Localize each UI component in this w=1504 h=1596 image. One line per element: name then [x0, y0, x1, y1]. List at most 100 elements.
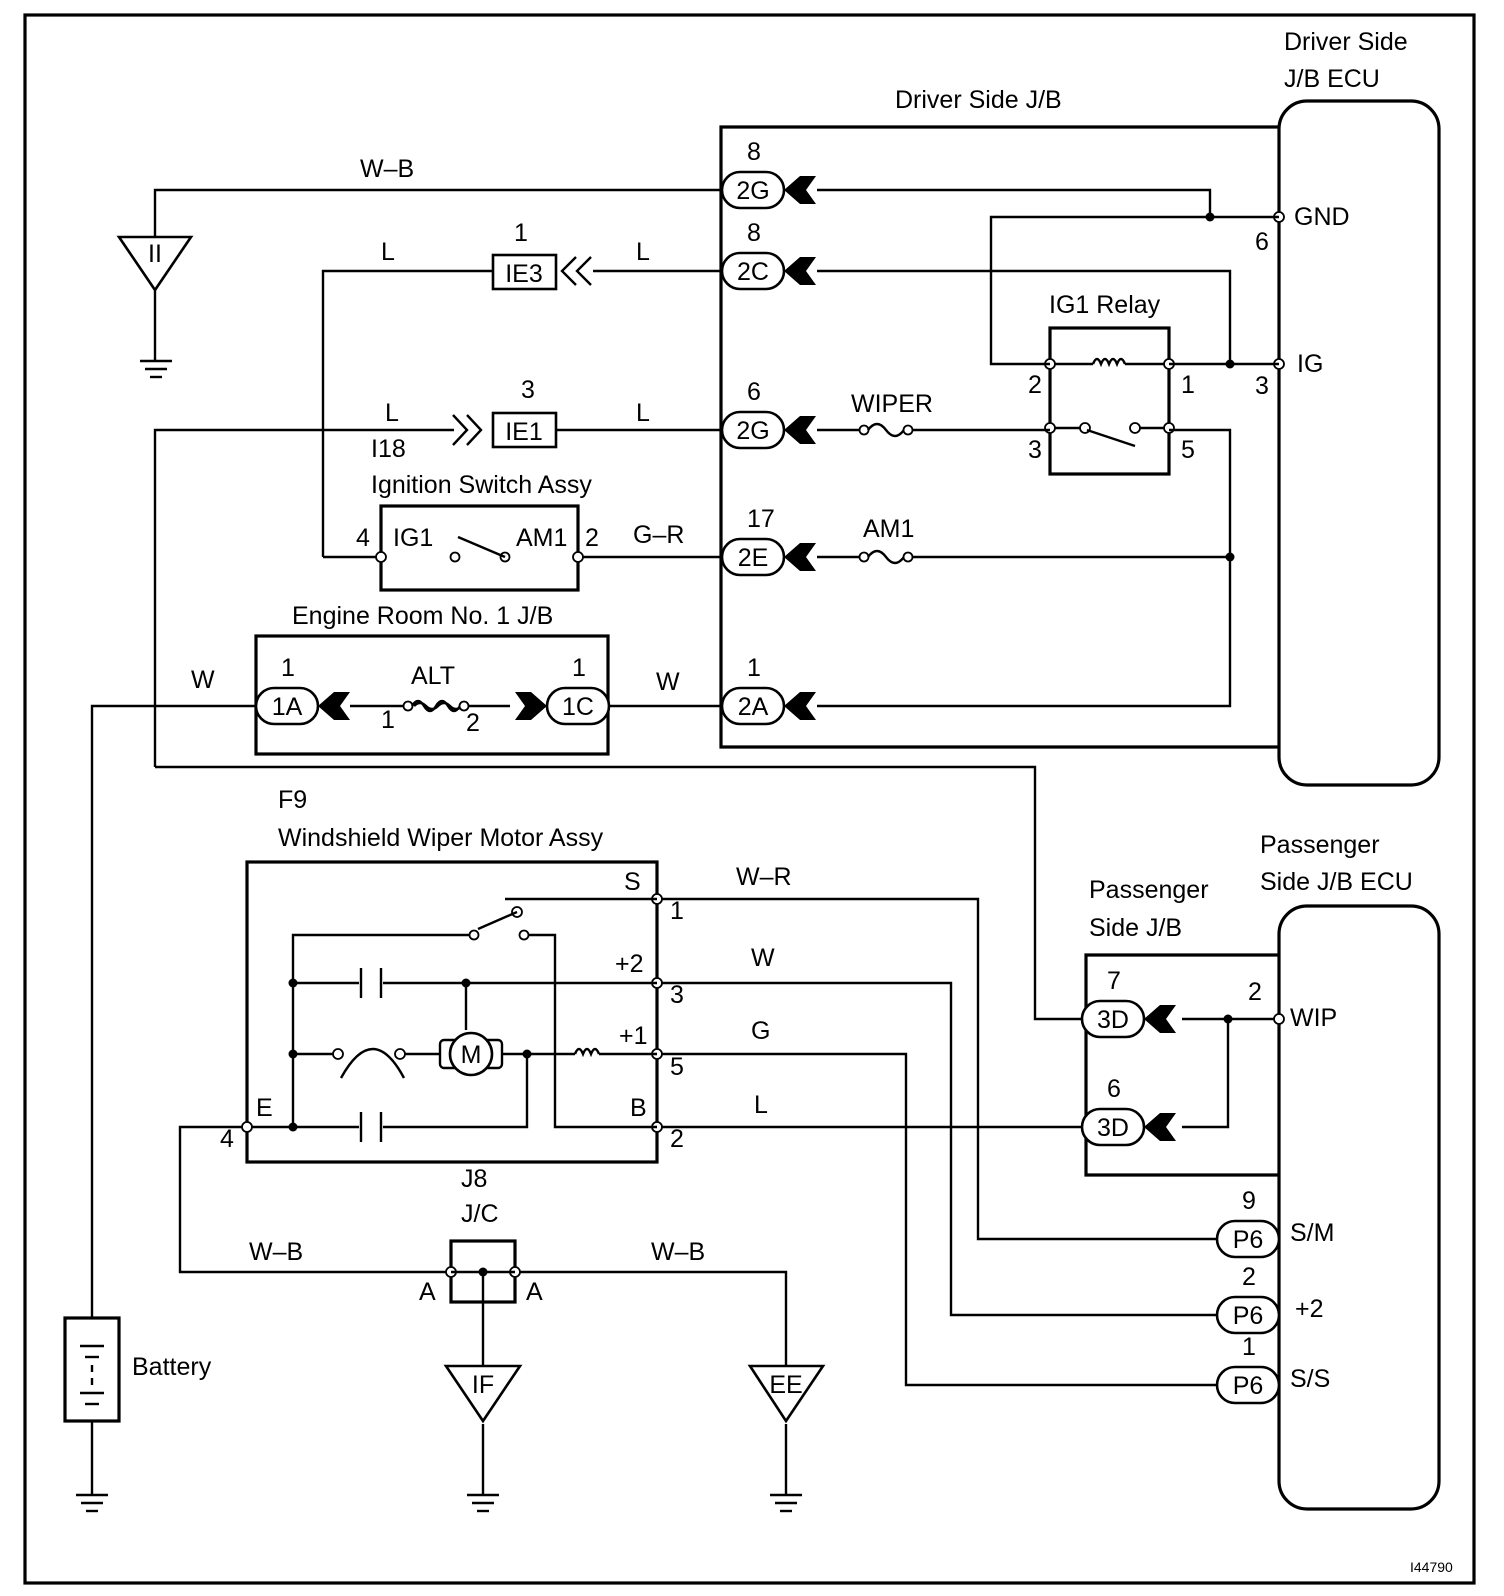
connector-arrow-icon	[784, 176, 816, 204]
ecu-wip-pin: 2	[1248, 978, 1262, 1006]
motor-terminal-e-pin: 4	[220, 1125, 234, 1153]
fuse-alt-icon	[402, 699, 470, 713]
ecu-gnd-label: GND	[1294, 203, 1350, 231]
junction-title: J/C	[461, 1200, 499, 1228]
windshield-wiper-motor-assy: S +2 +1 B E M	[241, 860, 663, 1164]
relay-pin-1: 1	[1181, 371, 1195, 399]
engine-room-jb-title: Engine Room No. 1 J/B	[292, 602, 553, 630]
motor-terminal-p1-pin: 5	[670, 1053, 684, 1081]
connector-arrow-icon	[1144, 1005, 1176, 1033]
fuse-am1-icon	[858, 549, 914, 565]
junction-pin-right: A	[526, 1278, 543, 1306]
connector-p6-ss-pin: 1	[1242, 1333, 1256, 1361]
wire-color-er-left: W	[191, 666, 215, 694]
connector-ie3: IE3 1	[491, 219, 592, 291]
motor-terminal-b-pin: 2	[670, 1125, 684, 1153]
ignition-switch-contact-icon	[457, 535, 506, 559]
wire-color-jc-right: W–B	[651, 1238, 705, 1266]
ecu-p2-label: +2	[1295, 1295, 1324, 1323]
ecu-ig-label: IG	[1297, 350, 1323, 378]
svg-text:P6: P6	[1233, 1226, 1264, 1254]
ignition-am1-pin: 2	[585, 524, 599, 552]
driver-side-jb-ecu: Driver Side J/B ECU GND 6 IG 3	[1255, 28, 1441, 787]
connector-2g-wiper-pin: 6	[747, 378, 761, 406]
svg-text:P6: P6	[1233, 1372, 1264, 1400]
battery-icon	[63, 1316, 121, 1423]
connector-3d-wip: 3D7	[1080, 967, 1176, 1039]
earth-ground-icon	[467, 1493, 499, 1513]
svg-text:3D: 3D	[1097, 1114, 1129, 1142]
junction-pin-left: A	[419, 1278, 436, 1306]
connector-p6-sm-pin: 9	[1242, 1187, 1256, 1215]
choke-coil-icon	[573, 1047, 601, 1058]
svg-text:IE1: IE1	[505, 418, 543, 446]
svg-text:P6: P6	[1233, 1302, 1264, 1330]
connector-ie1: IE1 3	[452, 376, 558, 449]
wire-color-s: W–R	[736, 863, 792, 891]
motor-terminal-e: E	[256, 1094, 273, 1122]
ground-point-ee: EE	[747, 1364, 826, 1424]
engine-room-jb	[254, 634, 610, 756]
wire-color-jc-left: W–B	[249, 1238, 303, 1266]
connector-1a: 1A1	[254, 654, 350, 726]
relay-coil-icon	[1091, 357, 1127, 368]
passenger-side-jb	[1084, 953, 1279, 1177]
svg-text:II: II	[148, 240, 162, 268]
circuit-breaker-icon	[339, 1048, 406, 1079]
junction-code: J8	[461, 1165, 487, 1193]
svg-text:2G: 2G	[736, 417, 769, 445]
motor-terminal-p1: +1	[619, 1022, 648, 1050]
passenger-side-jb-title: Passenger Side J/B	[1089, 876, 1215, 942]
ignition-switch-assy: IG1 AM1	[375, 504, 584, 592]
connector-2g-ground-pin: 8	[747, 138, 761, 166]
connector-2c-pin: 8	[747, 219, 761, 247]
driver-side-jb-ecu-title: Driver Side J/B ECU	[1284, 28, 1415, 93]
ignition-switch-code: I18	[371, 435, 406, 463]
motor-terminal-s-pin: 1	[670, 897, 684, 925]
wire-color-ground-top: W–B	[360, 155, 414, 183]
fuse-alt-pin-in: 1	[381, 706, 395, 734]
fuse-wiper-label: WIPER	[851, 390, 933, 418]
wire-color-ie3-left: L	[381, 238, 395, 266]
motor-terminal-p2: +2	[615, 950, 644, 978]
svg-text:IE3: IE3	[505, 260, 543, 288]
ecu-sm-label: S/M	[1290, 1219, 1334, 1247]
fuse-alt-pin-out: 2	[466, 709, 480, 737]
ground-point-ii: II	[116, 235, 194, 293]
connector-2a-pin: 1	[747, 654, 761, 682]
ignition-am1-label: AM1	[516, 524, 567, 552]
driver-side-jb-title: Driver Side J/B	[895, 86, 1062, 114]
ignition-ig1-label: IG1	[393, 524, 433, 552]
svg-text:2C: 2C	[737, 258, 769, 286]
wiper-motor-code: F9	[278, 786, 307, 814]
wire-color-p2: W	[751, 944, 775, 972]
ecu-ig-pin: 3	[1255, 372, 1269, 400]
wire-color-p1: G	[751, 1017, 770, 1045]
wire-color-ie3-right: L	[636, 238, 650, 266]
svg-text:IF: IF	[472, 1371, 494, 1399]
relay-pin-3: 3	[1028, 436, 1042, 464]
diagram-frame	[23, 13, 1476, 1585]
svg-text:M: M	[461, 1041, 482, 1069]
connector-2a: 2A1	[720, 654, 816, 726]
svg-text:EE: EE	[769, 1371, 802, 1399]
ground-point-if: IF	[443, 1364, 523, 1424]
relay-pin-2: 2	[1028, 371, 1042, 399]
connector-p6-ss: P61	[1215, 1333, 1281, 1405]
svg-text:3D: 3D	[1097, 1006, 1129, 1034]
wire-color-ie1-right: L	[636, 399, 650, 427]
fuse-alt-label: ALT	[411, 662, 455, 690]
ig1-relay-title: IG1 Relay	[1049, 291, 1161, 319]
wire-color-b: L	[754, 1091, 768, 1119]
connector-1c: 1C1	[515, 654, 611, 726]
ig1-relay: IG1 Relay 2 1 3 5	[1028, 291, 1195, 476]
motor-icon: M	[438, 1031, 504, 1077]
ignition-switch-title: Ignition Switch Assy	[371, 471, 592, 499]
connector-2c: 2C8	[720, 219, 816, 291]
battery-label: Battery	[132, 1353, 212, 1381]
earth-ground-icon	[140, 359, 172, 379]
ie1-pin: 3	[521, 376, 535, 404]
svg-text:1C: 1C	[562, 693, 594, 721]
